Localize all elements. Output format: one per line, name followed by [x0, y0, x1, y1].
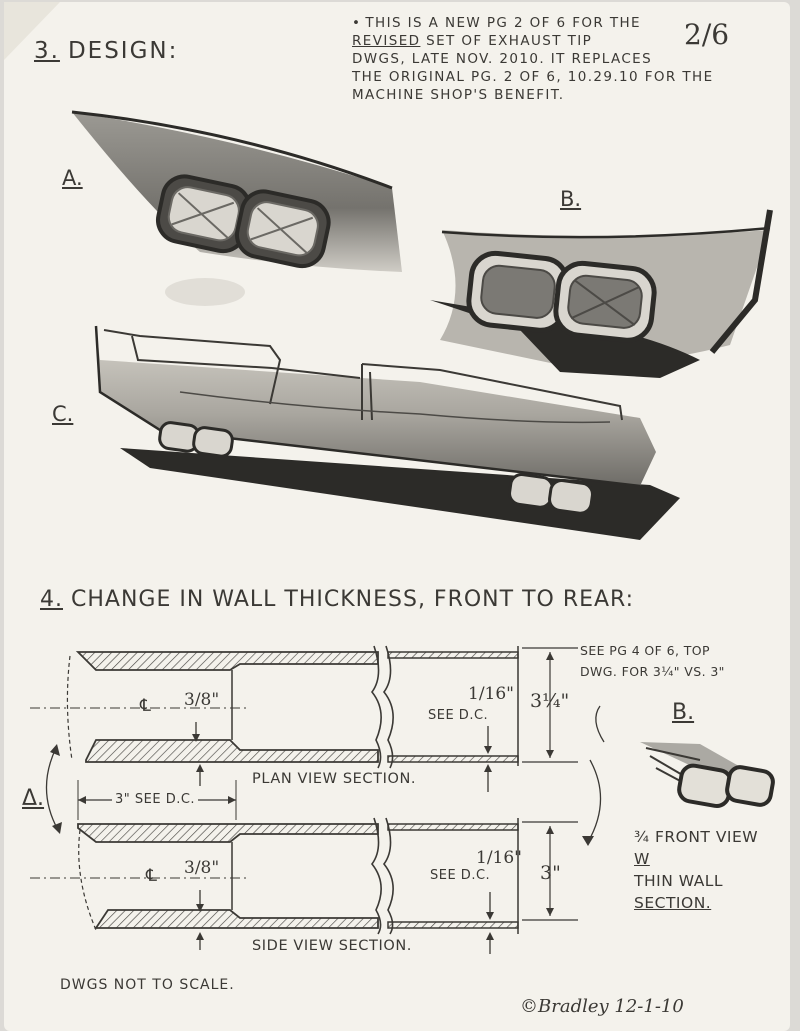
note-line-3: DWGS, LATE NOV. 2010. IT REPLACES [352, 51, 653, 67]
see-page-note: SEE PG 4 OF 6, TOP DWG. FOR 3¼" VS. 3" [580, 640, 725, 682]
note-line-1: THIS IS A NEW PG 2 OF 6 FOR THE [365, 15, 641, 31]
sketch-c-car-rear [94, 325, 680, 540]
page-number: 2/6 [684, 18, 730, 51]
plan-see-dc: SEE D.C. [428, 708, 489, 723]
delta-label: Δ. [22, 786, 45, 811]
side-see-dc: SEE D.C. [430, 868, 491, 883]
note-bullet: • [352, 15, 362, 31]
not-to-scale-note: DWGS NOT TO SCALE. [60, 977, 235, 993]
sketch-label-a: A. [62, 166, 83, 190]
side-centerline-label: ℄ [146, 866, 157, 886]
detail-caption-line-1: ¾ FRONT VIEW [634, 828, 759, 846]
plan-rear-wall-dim: 1/16" [468, 684, 514, 704]
section-4-title: CHANGE IN WALL THICKNESS, FRONT TO REAR: [71, 587, 635, 612]
detail-caption-with: W [634, 850, 650, 868]
section-3-number: 3. [34, 38, 60, 64]
sketch-label-b: B. [560, 187, 582, 211]
sketch-a-exhaust-tips [71, 110, 402, 306]
detail-b-thin-wall-tubes [640, 742, 775, 808]
section-4-number: 4. [40, 587, 63, 612]
side-height-dim: 3" [540, 862, 561, 884]
section-4-heading: 4. CHANGE IN WALL THICKNESS, FRONT TO REA… [40, 587, 634, 612]
see-note-line-2: DWG. FOR 3¼" VS. 3" [580, 664, 725, 679]
plan-view-caption: PLAN VIEW SECTION. [252, 771, 417, 787]
signature-date: ©Bradley 12-1-10 [520, 996, 684, 1017]
note-line-5: MACHINE SHOP'S BENEFIT. [352, 87, 565, 103]
note-revised: REVISED [352, 33, 421, 49]
plan-front-wall-dim: 3/8" [184, 690, 220, 710]
section-3-heading: 3. DESIGN: [34, 38, 178, 64]
section-3-title: DESIGN: [67, 38, 179, 64]
torn-corner [4, 2, 60, 60]
plan-centerline-label: ℄ [140, 696, 151, 716]
side-front-wall-dim: 3/8" [184, 858, 220, 878]
plan-height-dim: 3¼" [530, 690, 570, 712]
see-note-line-1: SEE PG 4 OF 6, TOP [580, 643, 710, 658]
detail-label-b: B. [672, 700, 695, 725]
note-line-2: SET OF EXHAUST TIP [420, 33, 593, 49]
detail-caption: ¾ FRONT VIEW W THIN WALL SECTION. [634, 826, 758, 914]
detail-caption-line-3: SECTION. [634, 894, 712, 912]
note-line-4: THE ORIGINAL PG. 2 OF 6, 10.29.10 FOR TH… [352, 69, 714, 85]
side-view-section-drawing [30, 817, 578, 954]
transition-dim-label: 3" SEE D.C. [112, 792, 199, 807]
plan-view-section-drawing [30, 645, 605, 792]
detail-caption-line-2: THIN WALL [634, 872, 724, 890]
revision-note: •THIS IS A NEW PG 2 OF 6 FOR THE REVISED… [352, 14, 714, 104]
sketch-b-exhaust-tips [430, 209, 773, 378]
side-view-caption: SIDE VIEW SECTION. [252, 938, 413, 954]
side-rear-wall-dim: 1/16" [476, 848, 522, 868]
sketch-label-c: C. [52, 402, 74, 426]
